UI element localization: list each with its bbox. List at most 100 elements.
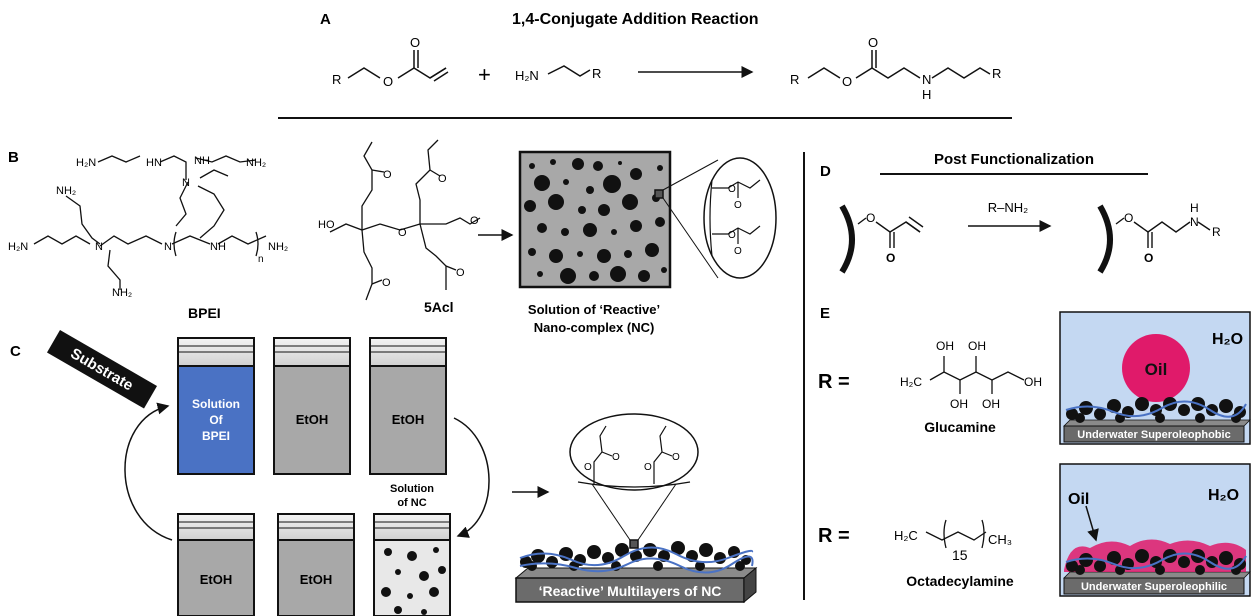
bpei-structure bbox=[33, 155, 267, 290]
bpei-n1: N bbox=[182, 177, 190, 189]
nc-label-line1: Solution of ‘Reactive’ bbox=[528, 302, 660, 317]
zoom-o1: O bbox=[728, 184, 736, 195]
bpei-h2n-top: H₂N bbox=[76, 157, 96, 169]
multilayer-label: ‘Reactive’ Multilayers of NC bbox=[539, 583, 722, 599]
nc-zoom-acrylates bbox=[709, 179, 761, 257]
zoom-o3: O bbox=[728, 230, 736, 241]
acl-o-center: O bbox=[398, 227, 407, 239]
acl-label: 5Acl bbox=[424, 299, 454, 315]
substrate-bar: Substrate bbox=[47, 330, 157, 409]
beaker-etoh-1-label: EtOH bbox=[296, 412, 329, 427]
e-r-eq-2: R = bbox=[818, 525, 850, 547]
beaker-etoh-4 bbox=[277, 513, 355, 616]
a-n: N bbox=[922, 72, 931, 87]
a-r4: R bbox=[992, 66, 1001, 81]
zoom-o4: O bbox=[734, 246, 742, 257]
acl-o2: O bbox=[438, 173, 447, 185]
reaction-a bbox=[347, 50, 991, 82]
beaker-bpei-line1: Solution bbox=[192, 397, 240, 411]
bpei-nh: NH bbox=[194, 155, 210, 167]
bpei-n-sub: n bbox=[258, 254, 264, 265]
d-product bbox=[1097, 204, 1211, 274]
acl-o5: O bbox=[470, 215, 479, 227]
oil-label-1: Oil bbox=[1145, 360, 1168, 379]
glucamine-label: Glucamine bbox=[924, 419, 996, 435]
bpei-n2: N bbox=[95, 241, 103, 253]
a-h: H bbox=[922, 87, 931, 102]
oil-label-2: Oil bbox=[1068, 491, 1089, 508]
bpei-n3: N bbox=[164, 241, 172, 253]
bpei-nh2-left: NH₂ bbox=[56, 185, 76, 197]
cycle-arrow-left bbox=[124, 402, 173, 541]
bpei-hn: HN bbox=[146, 157, 162, 169]
acl-ho: HO bbox=[318, 219, 335, 231]
bpei-nh-in: NH bbox=[210, 241, 226, 253]
beaker-etoh-4-label: EtOH bbox=[300, 572, 333, 587]
d-o1: O bbox=[866, 211, 875, 225]
nc-solution-line1: Solution bbox=[390, 483, 434, 495]
panel-label-d: D bbox=[820, 163, 831, 180]
a-r2: R bbox=[592, 66, 601, 81]
a-o2: O bbox=[410, 35, 420, 50]
d-n: N bbox=[1190, 215, 1199, 229]
a-h2n: H₂N bbox=[515, 68, 539, 83]
panel-label-b: B bbox=[8, 149, 19, 166]
beaker-nc bbox=[373, 513, 451, 616]
beaker-etoh-1 bbox=[273, 337, 351, 475]
acl-o4: O bbox=[456, 267, 465, 279]
gluc-oh1: OH bbox=[936, 339, 954, 353]
a-o4: O bbox=[868, 35, 878, 50]
d-o3: O bbox=[1124, 211, 1133, 225]
nc-solution-box bbox=[518, 150, 719, 289]
octa-15: 15 bbox=[952, 547, 968, 563]
beaker-etoh-3-label: EtOH bbox=[200, 572, 233, 587]
multilayer-zoom-acrylates bbox=[577, 425, 691, 488]
a-o1: O bbox=[383, 74, 393, 89]
gluc-h2c: H₂C bbox=[900, 375, 922, 389]
acl-o3: O bbox=[382, 277, 391, 289]
mzoom-o4: O bbox=[672, 452, 680, 463]
octadecylamine-label: Octadecylamine bbox=[906, 573, 1014, 589]
acl-o1: O bbox=[383, 169, 392, 181]
superoleophobic-label: Underwater Superoleophobic bbox=[1077, 429, 1230, 441]
beaker-etoh-2-label: EtOH bbox=[392, 412, 425, 427]
d-r: R bbox=[1212, 225, 1221, 239]
gluc-oh3: OH bbox=[950, 397, 968, 411]
nc-label-line2: Nano-complex (NC) bbox=[534, 320, 655, 335]
d-o4: O bbox=[1144, 251, 1153, 265]
cycle-arrow-right bbox=[453, 417, 490, 538]
nc-solution-line2: of NC bbox=[397, 497, 426, 509]
glucamine-structure bbox=[929, 356, 1025, 394]
oleophilic-box bbox=[1059, 463, 1251, 597]
beaker-etoh-2 bbox=[369, 337, 447, 475]
mzoom-o3: O bbox=[644, 462, 652, 473]
panel-label-e: E bbox=[820, 305, 830, 322]
title-post-functionalization: Post Functionalization bbox=[934, 151, 1094, 168]
e-r-eq-1: R = bbox=[818, 371, 850, 393]
gluc-oh5: OH bbox=[1024, 375, 1042, 389]
d-reactant bbox=[839, 204, 924, 274]
a-r3: R bbox=[790, 72, 799, 87]
bpei-h2n-left: H₂N bbox=[8, 241, 28, 253]
bpei-label: BPEI bbox=[188, 305, 221, 321]
a-r1: R bbox=[332, 72, 341, 87]
title-conjugate-addition: 1,4-Conjugate Addition Reaction bbox=[512, 11, 759, 28]
octadecylamine-structure bbox=[925, 519, 987, 549]
beaker-bpei-line2: Of bbox=[209, 413, 223, 427]
d-h: H bbox=[1190, 201, 1199, 215]
panel-label-a: A bbox=[320, 11, 331, 28]
a-plus: + bbox=[478, 62, 491, 87]
octa-h2c: H₂C bbox=[894, 528, 918, 543]
superoleophilic-label: Underwater Superoleophilic bbox=[1081, 581, 1227, 593]
bpei-nh2-bottom: NH₂ bbox=[112, 287, 132, 299]
h2o-label-2: H₂O bbox=[1208, 487, 1239, 504]
multilayer-substrate bbox=[514, 483, 758, 604]
bpei-nh2-top: NH₂ bbox=[246, 157, 266, 169]
mzoom-o2: O bbox=[612, 452, 620, 463]
h2o-label-1: H₂O bbox=[1212, 331, 1243, 348]
bpei-nh2-right: NH₂ bbox=[268, 241, 288, 253]
nc-zoom-circle bbox=[703, 157, 777, 279]
beaker-bpei-line3: BPEI bbox=[202, 429, 230, 443]
zoom-o2: O bbox=[734, 200, 742, 211]
mzoom-o1: O bbox=[584, 462, 592, 473]
